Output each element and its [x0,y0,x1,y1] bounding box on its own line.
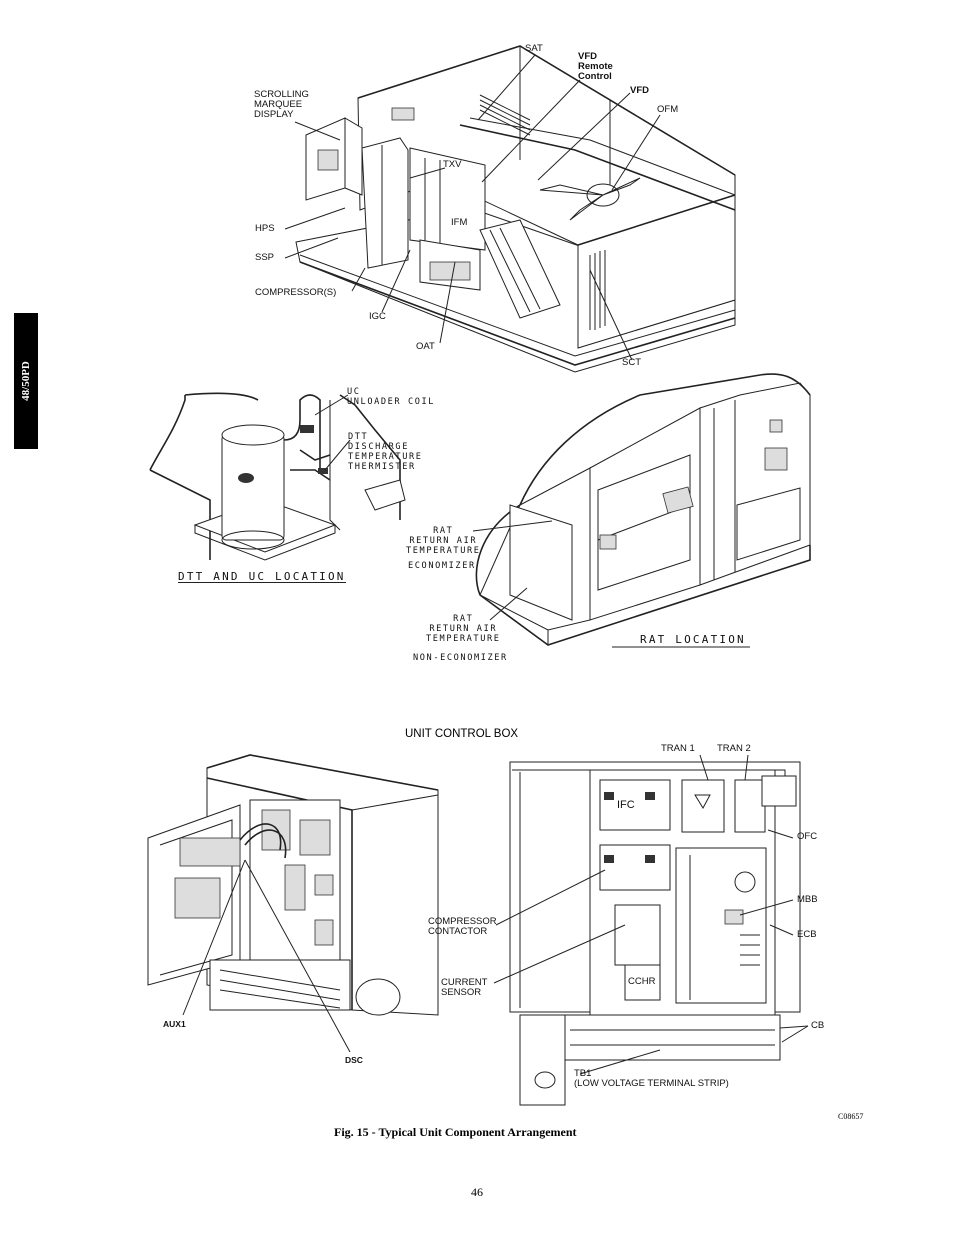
label-scrolling-marquee: SCROLLING MARQUEE DISPLAY [254,89,309,120]
label-dsc: DSC [345,1055,363,1065]
figure-code: C08657 [838,1112,864,1121]
label-cb: CB [811,1020,825,1031]
dtt-uc-title: DTT AND UC LOCATION [178,570,346,583]
label-aux1: AUX1 [163,1019,186,1029]
label-ifm: IFM [451,217,468,228]
label-vfd-remote-control: VFD Remote Control [578,51,613,82]
label-rat-non-economizer: RAT RETURN AIR TEMPERATURE [426,614,501,644]
label-current-sensor: CURRENT SENSOR [441,977,488,998]
label-dtt: DTT DISCHARGE TEMPERATURE THERMISTER [348,432,423,472]
label-txv: TXV [443,159,462,170]
label-igc: IGC [369,311,386,322]
control-box-iso-drawing [147,754,439,1053]
label-rat-economizer: RAT RETURN AIR TEMPERATURE [406,526,481,556]
label-economizer: ECONOMIZER [408,561,476,571]
rat-location-title: RAT LOCATION [640,633,746,646]
label-tran1: TRAN 1 [661,743,695,754]
label-oat: OAT [416,341,435,352]
label-non-economizer: NON-ECONOMIZER [413,653,508,663]
label-mbb: MBB [797,894,818,905]
dtt-uc-detail-drawing [149,392,406,561]
label-hps: HPS [255,223,275,234]
label-compressors: COMPRESSOR(S) [255,287,337,298]
label-uc: UC UNLOADER COIL [347,387,436,407]
label-ifc: IFC [617,799,635,811]
label-compressor-contactor: COMPRESSOR CONTACTOR [428,916,497,937]
figure-caption: Fig. 15 - Typical Unit Component Arrange… [334,1125,577,1139]
rooftop-unit-drawing [284,45,736,373]
label-tb1: TB1 (LOW VOLTAGE TERMINAL STRIP) [574,1068,729,1089]
rat-detail-drawing [472,373,811,648]
page-number: 46 [471,1185,483,1199]
label-sat: SAT [525,43,543,54]
control-box-plan-drawing [493,754,809,1106]
label-vfd: VFD [630,85,649,96]
label-ofc: OFC [797,831,818,842]
label-tran2: TRAN 2 [717,743,751,754]
side-tab: 48/50PD [14,313,38,449]
label-ecb: ECB [797,929,817,940]
label-sct: SCT [622,357,641,368]
label-ofm: OFM [657,104,679,115]
label-ssp: SSP [255,252,275,263]
unit-control-box-title: UNIT CONTROL BOX [405,728,519,740]
label-cchr: CCHR [628,976,656,987]
